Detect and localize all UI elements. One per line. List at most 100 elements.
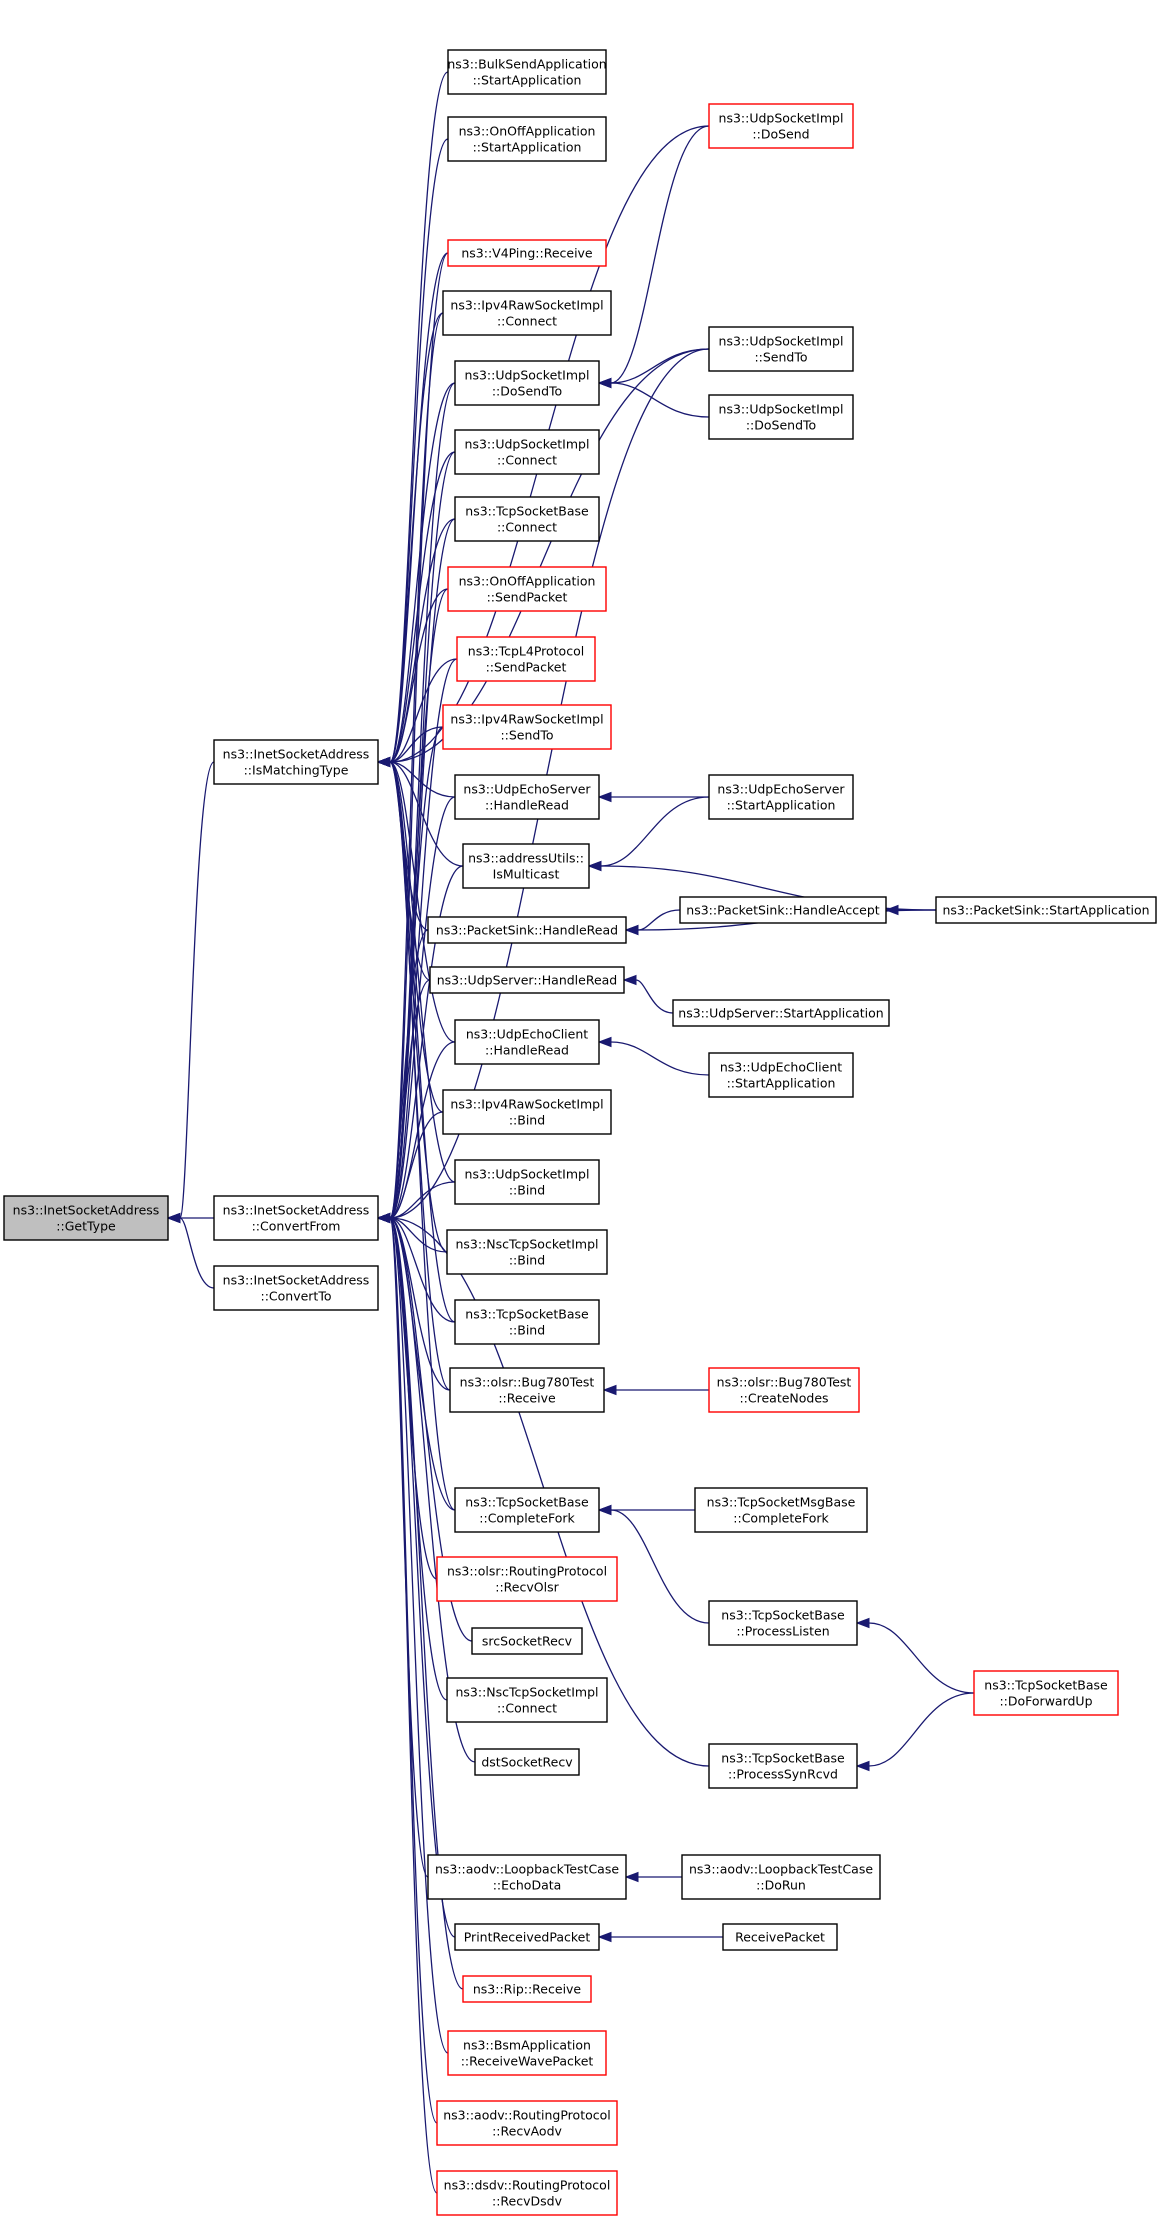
node-box [454,1019,600,1065]
node-onoffsend[interactable]: ns3::OnOffApplication::SendPacket [447,566,607,612]
node-convertto[interactable]: ns3::InetSocketAddress::ConvertTo [213,1265,379,1311]
node-v4ping[interactable]: ns3::V4Ping::Receive [447,239,607,267]
edge-line [389,1217,429,1878]
node-tcpmsgcompletefork[interactable]: ns3::TcpSocketMsgBase::CompleteFork [694,1487,868,1533]
node-tcpprocesssynrcvd[interactable]: ns3::TcpSocketBase::ProcessSynRcvd [708,1743,858,1789]
node-label-line: ::DoSendTo [746,418,816,433]
node-tcpl4send[interactable]: ns3::TcpL4Protocol::SendPacket [456,636,596,682]
node-convertfrom[interactable]: ns3::InetSocketAddress::ConvertFrom [213,1195,379,1241]
node-aodvrecv[interactable]: ns3::aodv::RoutingProtocol::RecvAodv [436,2100,618,2146]
node-label-line: ns3::UdpEchoServer [717,782,845,797]
edge-udpechoserverstart-to-udpechoserverread [597,791,710,803]
node-printrecv[interactable]: PrintReceivedPacket [454,1923,600,1951]
node-label-line: ns3::TcpSocketBase [465,1307,589,1322]
node-aodvdorun[interactable]: ns3::aodv::LoopbackTestCase::DoRun [681,1854,881,1900]
node-box [213,739,379,785]
edge-tcpdoforwardup-to-tcpprocesssynrcvd [855,1692,975,1772]
node-aodvechodata[interactable]: ns3::aodv::LoopbackTestCase::EchoData [427,1854,627,1900]
node-dstsocketrecv[interactable]: dstSocketRecv [474,1748,580,1776]
node-label-line: ::SendPacket [486,660,567,675]
node-label-line: ::Bind [509,1183,545,1198]
edge-line [389,1217,438,2194]
edge-arrowhead [597,1504,612,1516]
node-addrmulticast[interactable]: ns3::addressUtils::IsMulticast [462,843,590,889]
node-olsrrecv[interactable]: ns3::olsr::RoutingProtocol::RecvOlsr [436,1556,618,1602]
node-pktsinkaccept[interactable]: ns3::PacketSink::HandleAccept [679,896,887,924]
edge-line [389,658,458,1219]
node-udpechoserverread[interactable]: ns3::UdpEchoServer::HandleRead [454,774,600,820]
node-label-line: ::IsMatchingType [244,763,349,778]
node-box [454,360,600,406]
node-box [694,1487,868,1533]
node-box [447,49,607,95]
node-nscconnect[interactable]: ns3::NscTcpSocketImpl::Connect [446,1677,608,1723]
node-label-line: ::DoRun [756,1878,806,1893]
node-bsmrecv[interactable]: ns3::BsmApplication::ReceiveWavePacket [447,2030,607,2076]
node-udpdosendto[interactable]: ns3::UdpSocketImpl::DoSendTo [454,360,600,406]
node-label-line: ns3::olsr::Bug780Test [717,1375,852,1390]
node-udpserverread[interactable]: ns3::UdpServer::HandleRead [429,966,625,994]
node-label-line: ::RecvAodv [492,2124,562,2139]
node-label-line: ns3::BulkSendApplication [447,57,606,72]
edge-arrowhead [376,1212,391,1224]
node-box [446,1229,608,1275]
edge-bug780create-to-bug780recv [602,1384,709,1396]
node-udpconnect[interactable]: ns3::UdpSocketImpl::Connect [454,429,600,475]
node-onoffstart[interactable]: ns3::OnOffApplication::StartApplication [447,116,607,162]
edge-line [179,761,215,1219]
node-box [436,1556,618,1602]
edge-line [389,1217,456,1323]
node-label-line: ns3::InetSocketAddress [223,1203,370,1218]
node-pktsinkread[interactable]: ns3::PacketSink::HandleRead [427,916,627,944]
node-ismatching[interactable]: ns3::InetSocketAddress::IsMatchingType [213,739,379,785]
edge-tcpprocesslisten-to-tcpcompletefork [597,1504,710,1624]
edge-line [389,761,456,1043]
node-receivepacket[interactable]: ReceivePacket [722,1923,838,1951]
edge-aodvdorun-to-aodvechodata [624,1871,683,1883]
node-box [456,636,596,682]
node-label-line: ns3::aodv::RoutingProtocol [443,2108,611,2123]
edge-line [389,865,464,1219]
edge-arrowhead [166,1212,181,1224]
node-box [442,290,612,336]
edge-line [610,348,710,384]
node-pktsinkstart[interactable]: ns3::PacketSink::StartApplication [935,896,1157,924]
node-udpdosend[interactable]: ns3::UdpSocketImpl::DoSend [708,103,854,149]
node-udpbind[interactable]: ns3::UdpSocketImpl::Bind [454,1159,600,1205]
node-udpsendto[interactable]: ns3::UdpSocketImpl::SendTo [708,326,854,372]
node-box [213,1195,379,1241]
node-box [708,394,854,440]
node-udpdosendto2[interactable]: ns3::UdpSocketImpl::DoSendTo [708,394,854,440]
node-box [454,429,600,475]
edge-line [389,71,449,763]
node-ipv4rawconnect[interactable]: ns3::Ipv4RawSocketImpl::Connect [442,290,612,336]
node-tcpconnect[interactable]: ns3::TcpSocketBase::Connect [454,496,600,542]
node-tcpdoforwardup[interactable]: ns3::TcpSocketBase::DoForwardUp [973,1670,1119,1716]
node-label-line: ns3::OnOffApplication [459,124,596,139]
edge-line [389,518,456,1219]
node-udpechoclientread[interactable]: ns3::UdpEchoClient::HandleRead [454,1019,600,1065]
node-bug780recv[interactable]: ns3::olsr::Bug780Test::Receive [449,1367,605,1413]
node-label-line: ns3::Ipv4RawSocketImpl [450,712,603,727]
node-nscbind[interactable]: ns3::NscTcpSocketImpl::Bind [446,1229,608,1275]
node-bug780create[interactable]: ns3::olsr::Bug780Test::CreateNodes [708,1367,860,1413]
edges-layer [166,71,975,2194]
node-ripreceive[interactable]: ns3::Rip::Receive [462,1975,592,2003]
node-dsdvrecv[interactable]: ns3::dsdv::RoutingProtocol::RecvDsdv [436,2170,618,2216]
node-box [429,966,625,994]
node-udpechoserverstart[interactable]: ns3::UdpEchoServer::StartApplication [708,774,854,820]
edge-line [389,312,444,1219]
node-gettype[interactable]: ns3::InetSocketAddress::GetType [3,1195,169,1241]
edge-line [389,761,456,798]
node-udpechoclientstart[interactable]: ns3::UdpEchoClient::StartApplication [708,1052,854,1098]
node-ipv4rawsendto[interactable]: ns3::Ipv4RawSocketImpl::SendTo [442,704,612,750]
node-tcpprocesslisten[interactable]: ns3::TcpSocketBase::ProcessListen [708,1600,858,1646]
node-bulksend[interactable]: ns3::BulkSendApplication::StartApplicati… [447,49,607,95]
node-tcpcompletefork[interactable]: ns3::TcpSocketBase::CompleteFork [454,1487,600,1533]
node-tcpbind[interactable]: ns3::TcpSocketBase::Bind [454,1299,600,1345]
node-udpserverstart[interactable]: ns3::UdpServer::StartApplication [672,999,890,1027]
node-srcsocketrecv[interactable]: srcSocketRecv [471,1627,583,1655]
node-box [722,1923,838,1951]
node-ipv4rawbind[interactable]: ns3::Ipv4RawSocketImpl::Bind [442,1089,612,1135]
